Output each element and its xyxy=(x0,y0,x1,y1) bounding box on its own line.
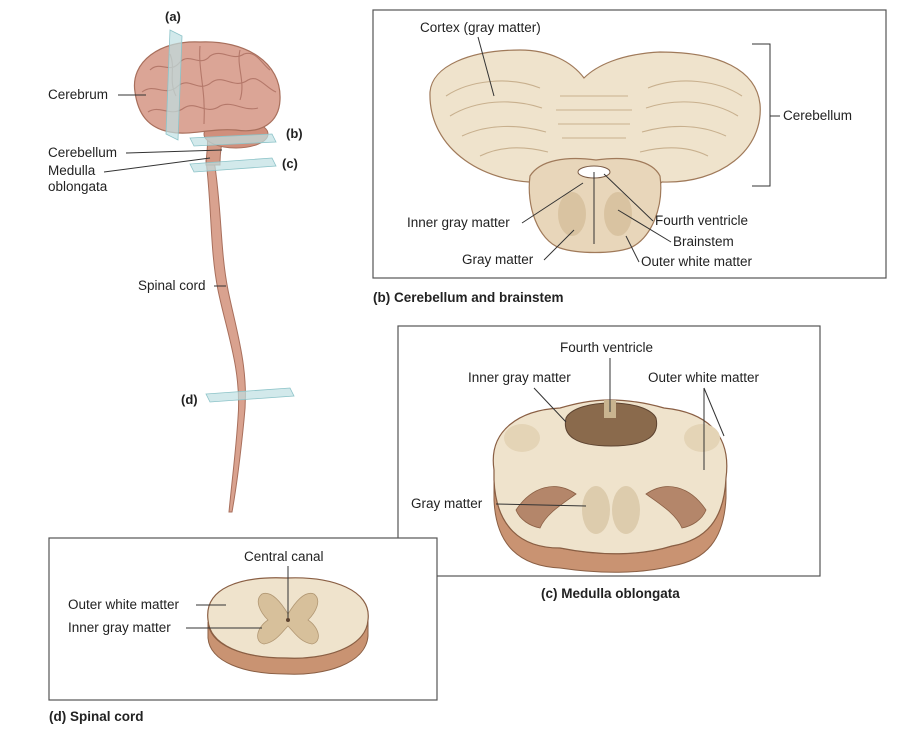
central-canal-point xyxy=(286,618,290,622)
plane-c xyxy=(189,157,277,173)
pyramid-right xyxy=(612,486,640,534)
label-c-gray-matter: Gray matter xyxy=(411,496,483,511)
gray-band-right xyxy=(645,486,707,529)
label-b-fourth-ventricle: Fourth ventricle xyxy=(655,213,748,228)
label-cerebellum: Cerebellum xyxy=(48,145,117,160)
letter-d: (d) xyxy=(181,392,198,407)
label-cerebrum: Cerebrum xyxy=(48,87,108,102)
label-medulla-line2: oblongata xyxy=(48,179,108,194)
gray-band-left xyxy=(515,486,577,529)
pyramid-left xyxy=(582,486,610,534)
letter-a: (a) xyxy=(165,9,181,24)
label-medulla-line1: Medulla xyxy=(48,163,96,178)
panel-medulla-oblongata: Fourth ventricle Inner gray matter Outer… xyxy=(397,325,821,601)
gray-nucleus-right xyxy=(604,192,632,236)
gray-nucleus-left xyxy=(558,192,586,236)
caption-b: (b) Cerebellum and brainstem xyxy=(373,290,564,305)
outer-lobe-right xyxy=(684,424,720,452)
letter-c: (c) xyxy=(282,156,298,171)
whole-cns-illustration: (a) (b) (c) (d) Cerebrum Cerebellum Medu… xyxy=(48,9,303,513)
label-c-fourth-ventricle: Fourth ventricle xyxy=(560,340,653,355)
label-b-inner-gray: Inner gray matter xyxy=(407,215,510,230)
label-b-gray-matter: Gray matter xyxy=(462,252,534,267)
panel-spinal-cord: Central canal Outer white matter Inner g… xyxy=(48,537,438,724)
outer-lobe-left xyxy=(504,424,540,452)
spinal-cord-shape xyxy=(205,159,246,513)
label-b-outer-white: Outer white matter xyxy=(641,254,753,269)
label-d-central-canal: Central canal xyxy=(244,549,324,564)
panel-cerebellum-brainstem: Cortex (gray matter) Cerebellum Inner gr… xyxy=(372,9,887,305)
label-d-inner-gray: Inner gray matter xyxy=(68,620,171,635)
letter-b: (b) xyxy=(286,126,303,141)
plane-a xyxy=(165,29,183,141)
label-b-brainstem: Brainstem xyxy=(673,234,734,249)
cerebellum-bracket xyxy=(752,43,771,187)
cerebrum-shape xyxy=(133,41,281,134)
label-c-inner-gray: Inner gray matter xyxy=(468,370,571,385)
plane-d xyxy=(205,387,295,403)
caption-c: (c) Medulla oblongata xyxy=(541,586,680,601)
label-b-cortex: Cortex (gray matter) xyxy=(420,20,541,35)
caption-d: (d) Spinal cord xyxy=(49,709,144,724)
cerebellum-folia xyxy=(445,80,743,157)
label-spinal-cord: Spinal cord xyxy=(138,278,206,293)
label-b-cerebellum: Cerebellum xyxy=(783,108,852,123)
label-c-outer-white: Outer white matter xyxy=(648,370,760,385)
plane-b xyxy=(189,133,277,147)
medulla-top-face xyxy=(492,399,728,555)
label-d-outer-white: Outer white matter xyxy=(68,597,180,612)
fourth-ventricle-c xyxy=(564,402,658,447)
